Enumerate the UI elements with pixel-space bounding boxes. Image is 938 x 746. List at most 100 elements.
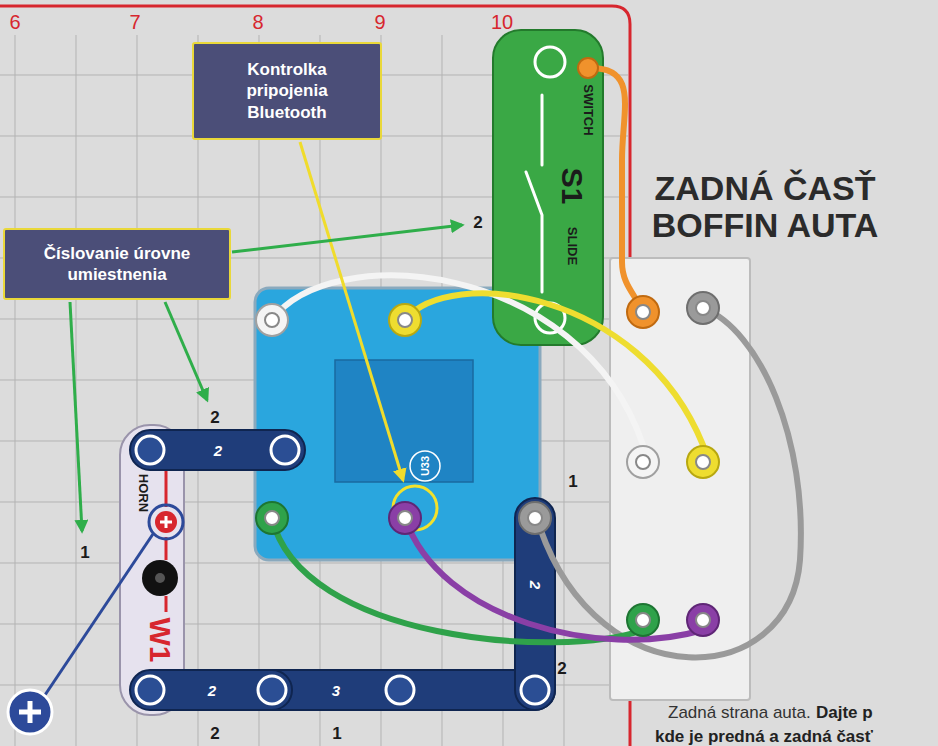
wire-3-body (258, 676, 286, 704)
jumper-wires (272, 276, 643, 445)
note-text: kde je predná a zadná časť (655, 728, 873, 745)
wire-2-body (130, 670, 292, 710)
callout-text: Kontrolka pripojenia Bluetooth (217, 59, 357, 123)
wire-ends (256, 58, 719, 636)
wire-ends (696, 613, 710, 627)
switch-body (526, 95, 542, 292)
wire-ends (696, 455, 710, 469)
wire-length: 2 (214, 443, 222, 458)
wire-2-body (521, 676, 549, 704)
wire-ends (265, 511, 279, 525)
wire-2-body (271, 436, 299, 464)
wire-ends (398, 511, 412, 525)
horn-body (155, 511, 177, 533)
wire-ends (636, 305, 650, 319)
bluetooth-module (410, 451, 440, 481)
column-number: 10 (491, 12, 513, 32)
wire-length: 3 (332, 683, 340, 698)
wire-ends (627, 296, 659, 328)
wire-2-body (515, 498, 555, 710)
wire-ends (627, 446, 659, 478)
jumper-wires (540, 308, 801, 657)
part-label: SLIDE (566, 227, 579, 265)
positive-marker (8, 690, 52, 734)
wire-ends (636, 455, 650, 469)
board-edge (0, 6, 630, 746)
wire-ends (696, 301, 710, 315)
wire-ends (636, 613, 650, 627)
note-text: Dajte p (816, 704, 873, 721)
note-text: Zadná strana auta. (668, 704, 811, 721)
part-number: W1 (145, 618, 175, 663)
bluetooth-module (335, 360, 473, 482)
wire-ends (256, 304, 288, 336)
level-number: 1 (80, 544, 89, 561)
wire-3-body (386, 676, 414, 704)
part-label: SWITCH (582, 84, 595, 135)
wire-ends (519, 502, 551, 534)
wire-part: 2 (515, 498, 555, 710)
level-number: 1 (332, 725, 341, 742)
level-number: 2 (210, 409, 219, 426)
car-panel: ZADNÁ ČASŤ BOFFIN AUTA (610, 170, 920, 700)
horn-body (142, 560, 178, 596)
wire-part: 2 (130, 430, 305, 470)
jumper-wires (272, 68, 801, 657)
wire-ends (256, 502, 288, 534)
wire-ends (528, 511, 542, 525)
wire-2-body (136, 676, 164, 704)
wire-3-body (252, 670, 555, 710)
wire-length: 2 (208, 683, 216, 698)
callout-box: Kontrolka pripojenia Bluetooth (192, 42, 382, 140)
horn-body (149, 505, 183, 539)
wire-ends (389, 304, 421, 336)
wire-2-body (136, 436, 164, 464)
column-number: 7 (129, 12, 140, 32)
wire-ends (389, 502, 421, 534)
part-label: HORN (137, 474, 150, 512)
leader-arrows (70, 302, 82, 531)
wire-2-body (258, 676, 286, 704)
part-number: U33 (420, 456, 431, 476)
wire-2-body (515, 498, 555, 710)
column-number: 6 (9, 12, 20, 32)
leader-arrows (70, 142, 462, 531)
positive-marker (45, 534, 153, 695)
level-number: 2 (210, 725, 219, 742)
level-number: 2 (557, 660, 566, 677)
wire-ends (627, 604, 659, 636)
column-number: 9 (374, 12, 385, 32)
wire-2-body (130, 670, 292, 710)
leader-arrows (232, 225, 462, 252)
jumper-wires (588, 68, 643, 312)
panel-heading: ZADNÁ ČASŤ BOFFIN AUTA (620, 170, 910, 245)
wire-part: 3 (252, 670, 555, 710)
jumper-wires (272, 518, 643, 642)
jumper-wires (405, 518, 703, 640)
leader-arrows (165, 302, 207, 400)
wire-ends (687, 292, 719, 324)
leader-arrows (300, 142, 403, 480)
positive-marker (19, 701, 41, 723)
wire-3-body (521, 676, 549, 704)
wire-2-body (130, 430, 305, 470)
wire-2-body (130, 430, 305, 470)
wire-part: 2 (130, 670, 292, 710)
wire-length: 2 (528, 581, 543, 589)
wire-ends (578, 58, 598, 78)
level-number: 1 (568, 473, 577, 490)
wire-ends (265, 313, 279, 327)
wire-ends (687, 604, 719, 636)
horn-body (135, 675, 165, 705)
wire-ends (398, 313, 412, 327)
callout-text: Číslovanie úrovne umiestnenia (17, 243, 217, 286)
part-number: S1 (557, 168, 587, 205)
callout-box: Číslovanie úrovne umiestnenia (3, 228, 231, 300)
switch-part: SWITCH S1SLIDE (493, 30, 603, 345)
horn-part: HORN W1 (120, 425, 184, 715)
switch-body (535, 47, 565, 77)
level-number: 2 (473, 214, 482, 231)
